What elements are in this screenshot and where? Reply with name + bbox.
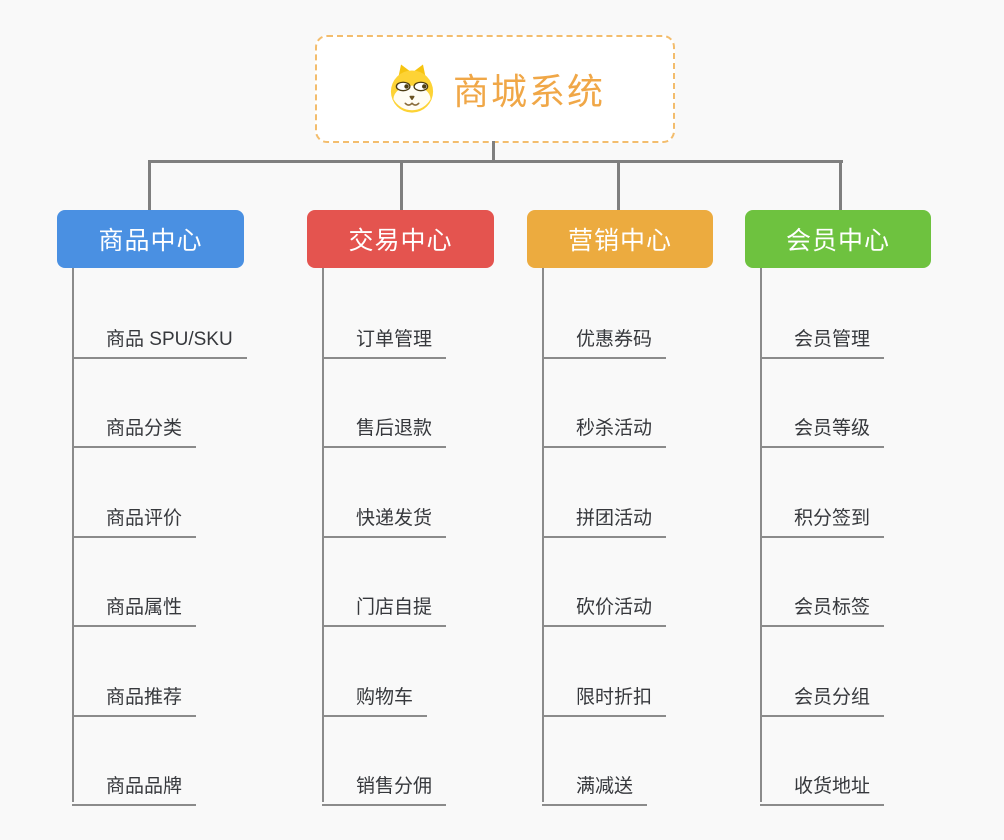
leaf-node[interactable]: 售后退款 [322,400,447,448]
leaf-node[interactable]: 优惠券码 [542,311,667,359]
leaf-node[interactable]: 订单管理 [322,311,447,359]
connector-drop-trade [400,161,403,210]
leaf-node[interactable]: 会员等级 [760,400,885,448]
branch-node-trade-center[interactable]: 交易中心 [307,210,494,268]
connector-trunk-trade [322,268,324,802]
connector-main-horizontal [148,160,843,163]
leaf-node[interactable]: 快递发货 [322,490,447,538]
leaf-node[interactable]: 限时折扣 [542,669,667,717]
leaf-node[interactable]: 砍价活动 [542,579,667,627]
leaf-node[interactable]: 商品分类 [72,400,197,448]
leaf-node[interactable]: 会员标签 [760,579,885,627]
leaf-node[interactable]: 满减送 [542,758,648,806]
leaf-node[interactable]: 商品评价 [72,490,197,538]
leaf-node[interactable]: 拼团活动 [542,490,667,538]
leaf-node[interactable]: 销售分佣 [322,758,447,806]
leaf-node[interactable]: 秒杀活动 [542,400,667,448]
leaf-node[interactable]: 收货地址 [760,758,885,806]
branch-node-marketing-center[interactable]: 营销中心 [527,210,713,268]
root-title: 商城系统 [452,71,605,112]
leaf-node[interactable]: 会员分组 [760,669,885,717]
leaf-node[interactable]: 会员管理 [760,311,885,359]
branch-node-product-center[interactable]: 商品中心 [57,210,244,268]
branch-node-member-center[interactable]: 会员中心 [745,210,931,268]
connector-trunk-product [72,268,74,802]
connector-drop-marketing [617,161,620,210]
connector-drop-product [148,161,151,210]
leaf-node[interactable]: 商品推荐 [72,669,197,717]
leaf-node[interactable]: 门店自提 [322,579,447,627]
leaf-node[interactable]: 商品品牌 [72,758,197,806]
leaf-node[interactable]: 商品属性 [72,579,197,627]
root-node-mall-system[interactable]: 商城系统 [315,35,675,143]
connector-trunk-member [760,268,762,802]
leaf-node[interactable]: 购物车 [322,669,428,717]
dog-face-icon [390,64,434,113]
leaf-node[interactable]: 积分签到 [760,490,885,538]
leaf-node[interactable]: 商品 SPU/SKU [72,311,247,359]
connector-trunk-marketing [542,268,544,802]
connector-drop-member [839,161,842,210]
connector-root-trunk [492,141,495,163]
